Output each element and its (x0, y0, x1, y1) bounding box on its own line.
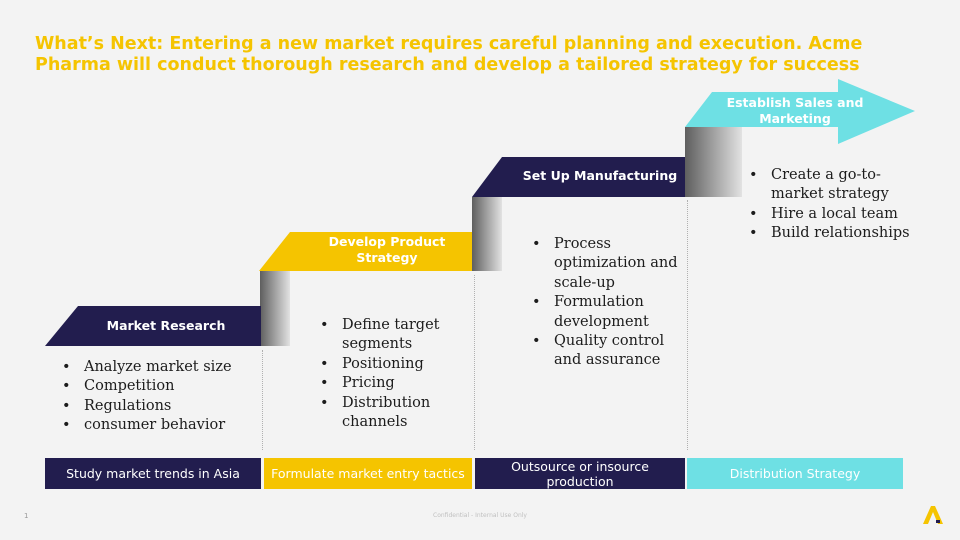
column-divider (262, 350, 263, 450)
stair-riser-2 (472, 197, 502, 271)
column-divider (687, 200, 688, 450)
list-item: Create a go-to-market strategy (747, 166, 915, 205)
step-bar-market-research (45, 306, 261, 346)
step-label-market-research: Market Research (106, 318, 226, 333)
list-item: Hire a local team (747, 205, 915, 225)
acme-logo-icon (923, 506, 943, 524)
list-item: consumer behavior (60, 416, 260, 436)
step-bar-product-strategy (259, 232, 472, 271)
list-item: Distribution channels (318, 394, 468, 433)
step-label-sales-marketing: Establish Sales and Marketing (726, 95, 864, 126)
step-2-bullet-list: Define target segments Positioning Prici… (318, 316, 468, 432)
step-bar-manufacturing (472, 157, 685, 197)
bottom-box-entry-tactics: Formulate market entry tactics (264, 458, 472, 489)
list-item: Pricing (318, 374, 468, 394)
step-1-bullet-list: Analyze market size Competition Regulati… (60, 358, 260, 436)
bottom-box-market-trends: Study market trends in Asia (45, 458, 261, 489)
stair-riser-3 (685, 127, 742, 197)
page-title: What’s Next: Entering a new market requi… (35, 34, 863, 75)
step-label-product-strategy: Develop Product Strategy (328, 234, 446, 265)
step-4-bullet-list: Create a go-to-market strategy Hire a lo… (747, 166, 915, 244)
bottom-box-production: Outsource or insource production (475, 458, 685, 489)
bottom-box-distribution: Distribution Strategy (687, 458, 903, 489)
page-number: 1 (24, 512, 29, 520)
step-3-bullet-list: Process optimization and scale-up Formul… (530, 235, 688, 371)
list-item: Regulations (60, 397, 260, 417)
list-item: Build relationships (747, 224, 915, 244)
list-item: Positioning (318, 355, 468, 375)
list-item: Process optimization and scale-up (530, 235, 688, 293)
step-bar-sales-arrow (685, 79, 915, 144)
column-divider (474, 275, 475, 450)
list-item: Competition (60, 377, 260, 397)
list-item: Define target segments (318, 316, 468, 355)
list-item: Quality control and assurance (530, 332, 688, 371)
confidential-note: Confidential - Internal Use Only (433, 512, 527, 519)
list-item: Analyze market size (60, 358, 260, 378)
list-item: Formulation development (530, 293, 688, 332)
stair-riser-1 (260, 270, 290, 346)
step-label-manufacturing: Set Up Manufacturing (522, 168, 678, 183)
